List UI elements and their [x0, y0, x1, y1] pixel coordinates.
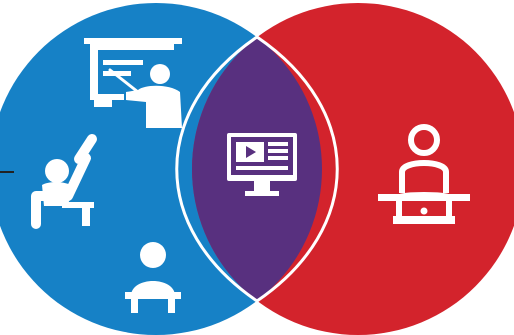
- person-with-laptop-icon: [378, 124, 470, 224]
- presenter-at-whiteboard-icon: [84, 38, 182, 128]
- student-raising-hand-icon: [31, 134, 97, 229]
- overlap-region: [192, 3, 322, 335]
- video-monitor-icon: [227, 133, 297, 196]
- overlap-outline: [175, 35, 339, 303]
- student-at-desk-icon: [125, 242, 181, 313]
